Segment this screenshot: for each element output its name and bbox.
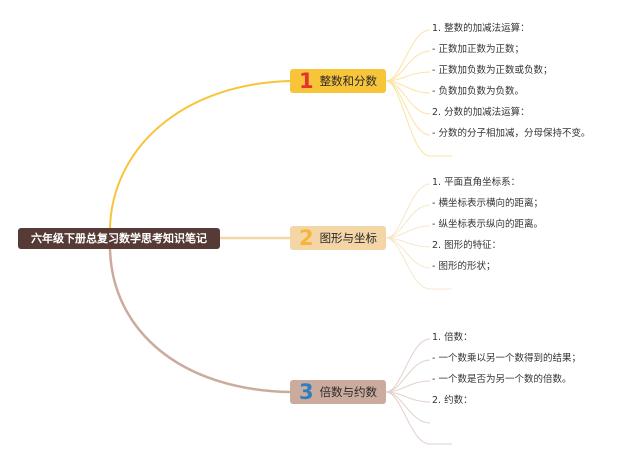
leaf-item[interactable]: - 负数加负数为负数。 bbox=[432, 86, 524, 97]
leaf-item[interactable]: 2. 图形的特征： bbox=[432, 240, 502, 251]
branch-topic-3[interactable]: 3 倍数与约数 bbox=[290, 380, 386, 404]
leaf-item[interactable]: 1. 倍数： bbox=[432, 332, 473, 343]
leaf-item[interactable]: - 分数的分子相加减，分母保持不变。 bbox=[432, 128, 591, 139]
leaf-item[interactable]: - 纵坐标表示纵向的距离。 bbox=[432, 219, 543, 230]
leaf-item[interactable]: - 正数加负数为正数或负数； bbox=[432, 65, 553, 76]
leaf-item[interactable]: 1. 平面直角坐标系： bbox=[432, 177, 521, 188]
branch-number-2: 2 bbox=[298, 226, 314, 250]
leaf-item[interactable]: - 图形的形状； bbox=[432, 261, 496, 272]
connector-root-branch-1 bbox=[109, 80, 291, 229]
connector-root-branch-3 bbox=[108, 248, 291, 394]
branch-number-1: 1 bbox=[298, 69, 314, 93]
branch-topic-1[interactable]: 1 整数和分数 bbox=[290, 69, 386, 93]
branch-label-1: 整数和分数 bbox=[319, 74, 378, 88]
branch-label-2: 图形与坐标 bbox=[319, 231, 378, 245]
leaf-item[interactable]: - 正数加正数为正数； bbox=[432, 44, 524, 55]
branch-label-3: 倍数与约数 bbox=[319, 385, 378, 399]
branch-number-3: 3 bbox=[298, 380, 314, 404]
root-topic-label: 六年级下册总复习数学思考知识笔记 bbox=[31, 232, 207, 245]
leaf-fan-branch-2 bbox=[385, 183, 452, 290]
leaf-fan-branch-1 bbox=[385, 29, 452, 157]
leaf-item[interactable]: 2. 约数： bbox=[432, 395, 473, 406]
leaf-item[interactable]: - 一个数是否为另一个数的倍数。 bbox=[432, 374, 572, 385]
leaf-fan-branch-3 bbox=[385, 338, 452, 445]
leaf-item[interactable]: - 一个数乘以另一个数得到的结果； bbox=[432, 353, 581, 364]
branch-topic-2[interactable]: 2 图形与坐标 bbox=[290, 226, 386, 250]
leaf-item[interactable]: 1. 整数的加减法运算： bbox=[432, 23, 530, 34]
leaf-item[interactable]: - 横坐标表示横向的距离； bbox=[432, 198, 543, 209]
root-topic[interactable]: 六年级下册总复习数学思考知识笔记 bbox=[18, 228, 220, 249]
leaf-item[interactable]: 2. 分数的加减法运算： bbox=[432, 107, 530, 118]
